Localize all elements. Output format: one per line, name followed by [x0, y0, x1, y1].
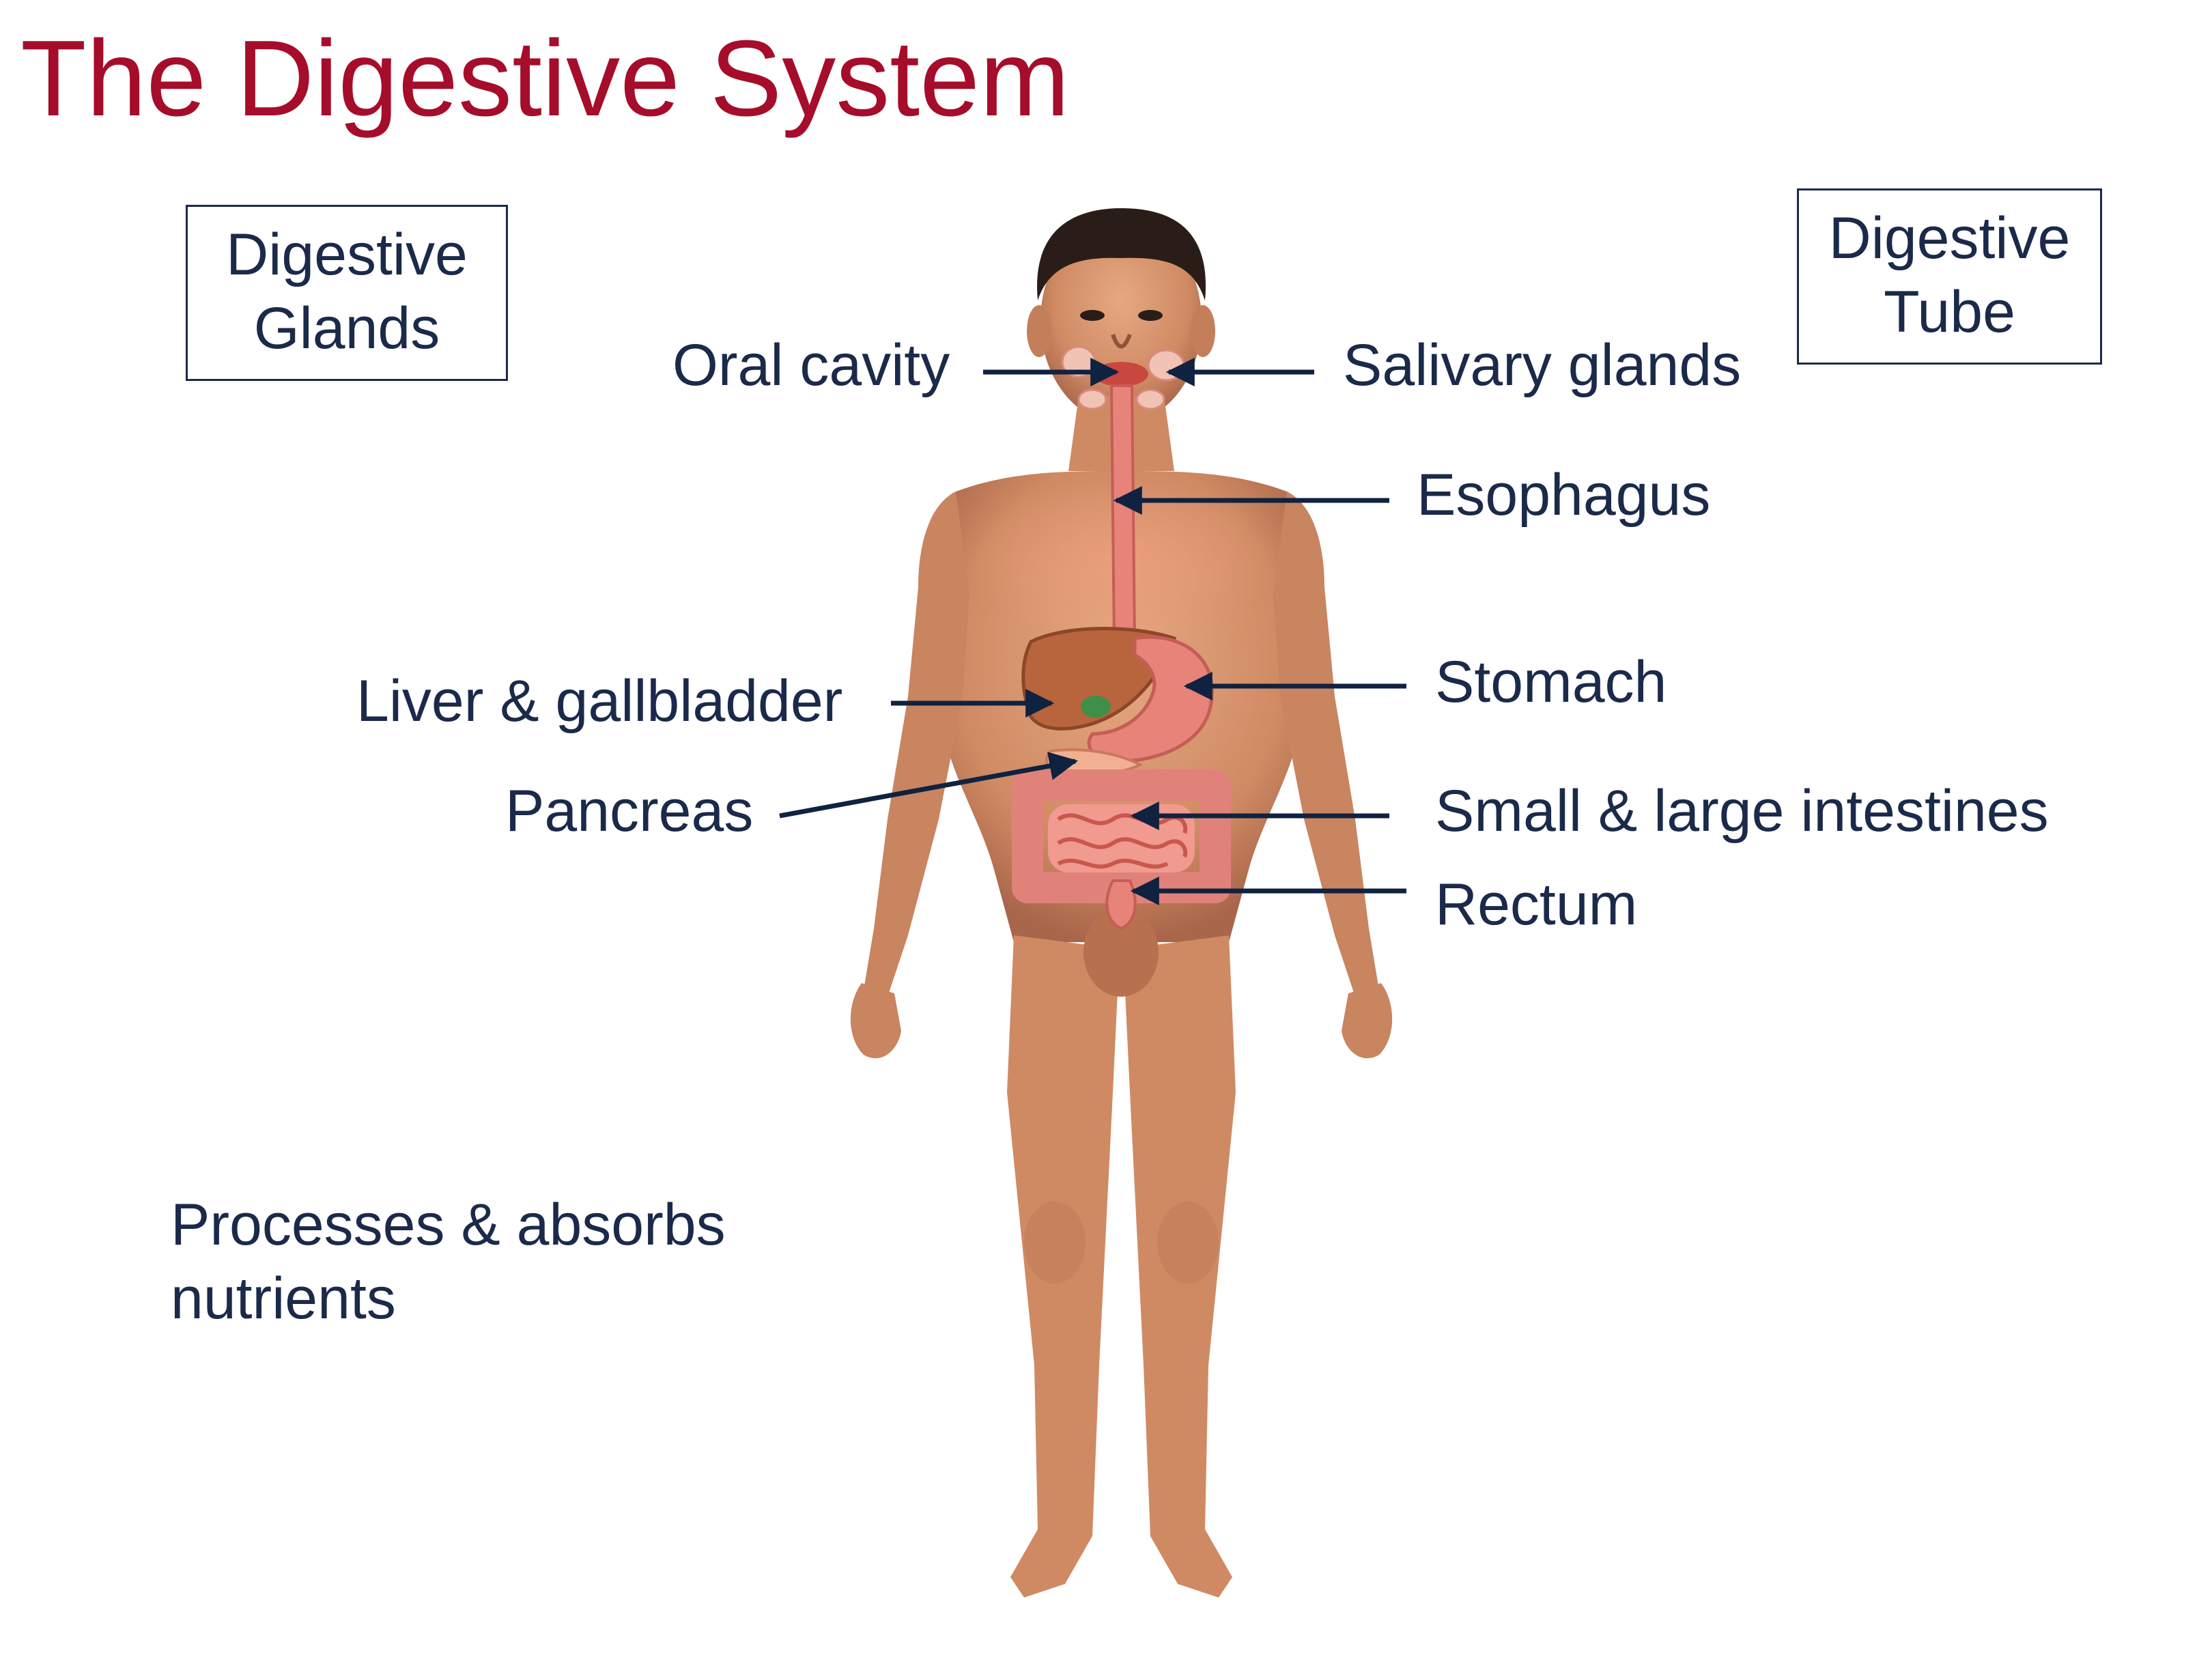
- digestive-tube-line-2: Tube: [1884, 279, 2015, 345]
- label-salivary-glands: Salivary glands: [1343, 332, 1742, 398]
- page-title: The Digestive System: [20, 18, 1070, 139]
- label-oral-cavity: Oral cavity: [672, 332, 950, 398]
- pancreas-arrow: [779, 752, 1079, 819]
- digestive-tube-line-1: Digestive: [1828, 205, 2071, 271]
- digestive-tube-box: Digestive Tube: [1797, 188, 2102, 365]
- digestive-glands-line-1: Digestive: [226, 222, 468, 287]
- label-rectum: Rectum: [1435, 872, 1638, 937]
- digestive-glands-line-2: Glands: [253, 296, 440, 361]
- function-note-line-2: nutrients: [171, 1266, 396, 1331]
- function-note-line-1: Processes & absorbs: [171, 1192, 726, 1258]
- function-note: Processes & absorbs nutrients: [171, 1188, 726, 1335]
- digestive-glands-box: Digestive Glands: [186, 205, 508, 381]
- label-pancreas: Pancreas: [505, 778, 754, 844]
- label-liver-gallbladder: Liver & gallbladder: [356, 668, 843, 734]
- leader-lines: [779, 358, 1406, 905]
- label-esophagus: Esophagus: [1417, 462, 1711, 528]
- label-intestines: Small & large intestines: [1435, 778, 2049, 844]
- label-stomach: Stomach: [1435, 649, 1667, 715]
